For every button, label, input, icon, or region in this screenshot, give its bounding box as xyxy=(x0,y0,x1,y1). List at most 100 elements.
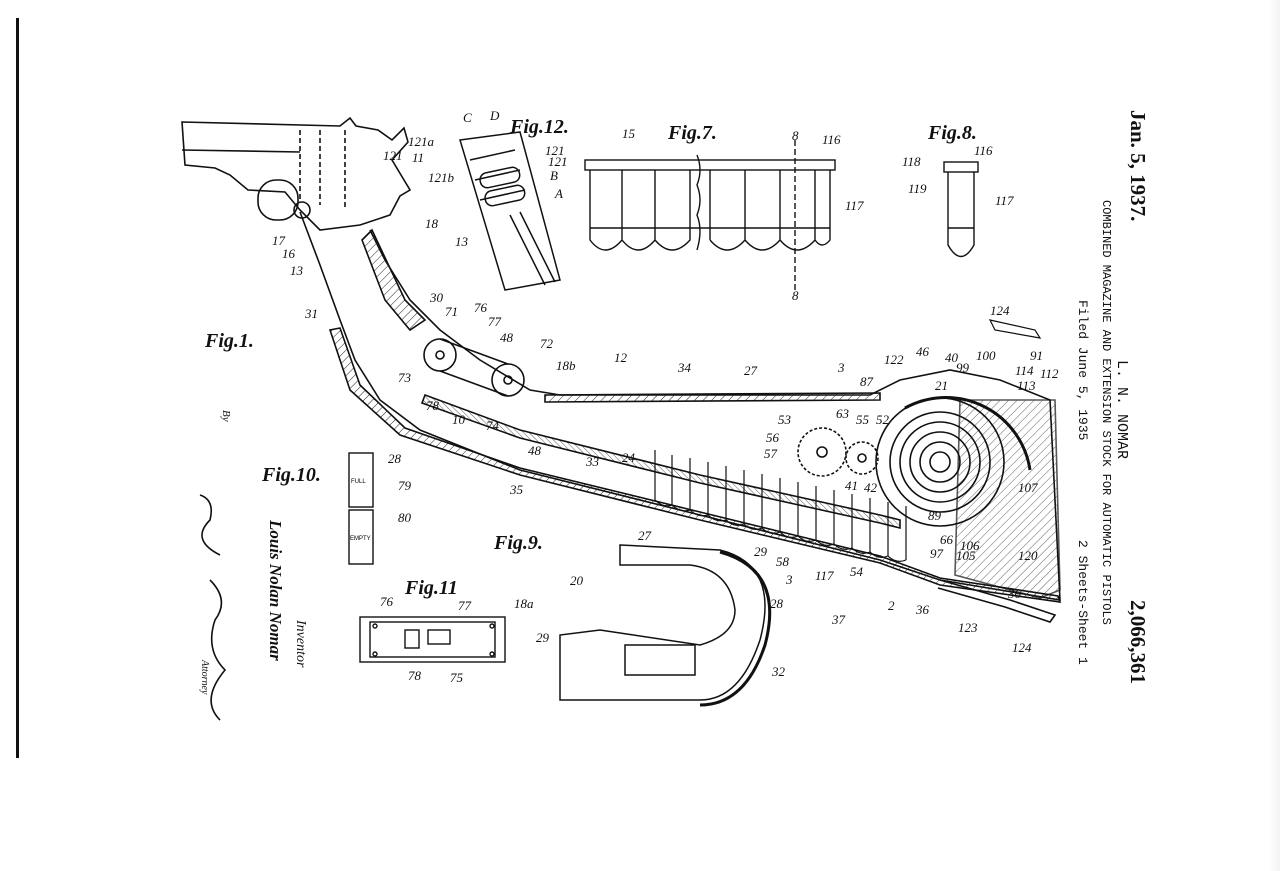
ref-C: C xyxy=(463,110,472,125)
ref-8-top: 8 xyxy=(792,128,799,143)
ref-89: 89 xyxy=(928,508,942,523)
ref-30: 30 xyxy=(429,290,444,305)
ref-D: D xyxy=(489,108,500,123)
ref-106: 106 xyxy=(960,538,980,553)
ref-78-fig11: 78 xyxy=(408,668,422,683)
ref-120: 120 xyxy=(1018,548,1038,563)
ref-58: 58 xyxy=(776,554,790,569)
ref-35: 35 xyxy=(509,482,524,497)
ref-119: 119 xyxy=(908,181,927,196)
ref-B: B xyxy=(550,168,558,183)
ref-74: 74 xyxy=(486,418,500,433)
ref-28-fig10: 28 xyxy=(388,451,402,466)
ref-112: 112 xyxy=(1040,366,1059,381)
fig1-drawing xyxy=(181,116,1062,623)
ref-117-fig7: 117 xyxy=(845,198,864,213)
ref-21: 21 xyxy=(935,378,948,393)
ref-76-fig11: 76 xyxy=(380,594,394,609)
ref-124-bottom: 124 xyxy=(1012,640,1032,655)
ref-16: 16 xyxy=(282,246,296,261)
ref-116: 116 xyxy=(822,132,841,147)
ref-78: 78 xyxy=(426,398,440,413)
ref-100: 100 xyxy=(976,348,996,363)
fig1-label: Fig.1. xyxy=(205,330,254,352)
ref-118: 118 xyxy=(902,154,921,169)
ref-36: 36 xyxy=(915,602,930,617)
ref-42: 42 xyxy=(864,480,878,495)
ref-32: 32 xyxy=(771,664,786,679)
ref-15: 15 xyxy=(622,126,636,141)
ref-105: 105 xyxy=(956,548,976,563)
ref-71: 71 xyxy=(445,304,458,319)
ref-97: 97 xyxy=(930,546,944,561)
ref-36-right: 36 xyxy=(1007,586,1022,601)
ref-121a: 121a xyxy=(408,134,435,149)
scan-edge xyxy=(1268,0,1280,871)
ref-107: 107 xyxy=(1018,480,1038,495)
ref-53: 53 xyxy=(778,412,792,427)
ref-10: 10 xyxy=(452,412,466,427)
ref-17: 17 xyxy=(272,233,286,248)
ref-33: 33 xyxy=(585,454,600,469)
ref-52: 52 xyxy=(876,412,890,427)
ref-75: 75 xyxy=(450,670,464,685)
fig10-full-text: FULL xyxy=(351,479,366,485)
ref-28: 28 xyxy=(770,596,784,611)
ref-66: 66 xyxy=(940,532,954,547)
fig8-drawing xyxy=(943,161,979,258)
fig11-label: Fig.11 xyxy=(405,577,458,599)
ref-13: 13 xyxy=(290,263,304,278)
ref-121b: 121b xyxy=(428,170,455,185)
fig10-label: Fig.10. xyxy=(262,464,321,486)
ref-27-fig9: 27 xyxy=(638,528,652,543)
ref-79: 79 xyxy=(398,478,412,493)
ref-48: 48 xyxy=(500,330,514,345)
ref-48-lower: 48 xyxy=(528,443,542,458)
ref-116-fig8: 116 xyxy=(974,143,993,158)
ref-18b: 18b xyxy=(556,358,576,373)
ref-77-fig11: 77 xyxy=(458,598,472,613)
fig7-label: Fig.7. xyxy=(668,122,717,144)
ref-122: 122 xyxy=(884,352,904,367)
ref-29: 29 xyxy=(754,544,768,559)
ref-20: 20 xyxy=(570,573,584,588)
ref-2: 2 xyxy=(888,598,895,613)
margin-rule xyxy=(16,18,19,758)
ref-18a: 18a xyxy=(514,596,534,611)
ref-41: 41 xyxy=(845,478,858,493)
fig10-empty-text: EMPTY xyxy=(350,536,371,542)
fig7-drawing xyxy=(584,140,836,290)
fig9-label: Fig.9. xyxy=(494,532,543,554)
ref-34: 34 xyxy=(677,360,692,375)
ref-46: 46 xyxy=(916,344,930,359)
ref-117: 117 xyxy=(815,568,834,583)
ref-55: 55 xyxy=(856,412,870,427)
ref-8-bottom: 8 xyxy=(792,288,799,303)
ref-121-fig12: 121 xyxy=(545,143,565,158)
ref-24: 24 xyxy=(622,450,636,465)
ref-3-lower: 3 xyxy=(785,572,793,587)
ref-11: 11 xyxy=(412,150,424,165)
ref-72: 72 xyxy=(540,336,554,351)
ref-124-top: 124 xyxy=(990,303,1010,318)
ref-77: 77 xyxy=(488,314,502,329)
ref-31: 31 xyxy=(304,306,318,321)
ref-80: 80 xyxy=(398,510,412,525)
ref-A: A xyxy=(554,186,563,201)
ref-12: 12 xyxy=(614,350,628,365)
ref-114: 114 xyxy=(1015,363,1034,378)
fig12-drawing xyxy=(459,131,561,291)
ref-123: 123 xyxy=(958,620,978,635)
ref-73: 73 xyxy=(398,370,412,385)
fig8-label: Fig.8. xyxy=(928,122,977,144)
ref-63: 63 xyxy=(836,406,850,421)
ref-27: 27 xyxy=(744,363,758,378)
ref-117-fig8: 117 xyxy=(995,193,1014,208)
ref-87: 87 xyxy=(860,374,874,389)
ref-54: 54 xyxy=(850,564,864,579)
ref-99: 99 xyxy=(956,360,970,375)
ref-37: 37 xyxy=(831,612,846,627)
ref-57: 57 xyxy=(764,446,778,461)
ref-76: 76 xyxy=(474,300,488,315)
